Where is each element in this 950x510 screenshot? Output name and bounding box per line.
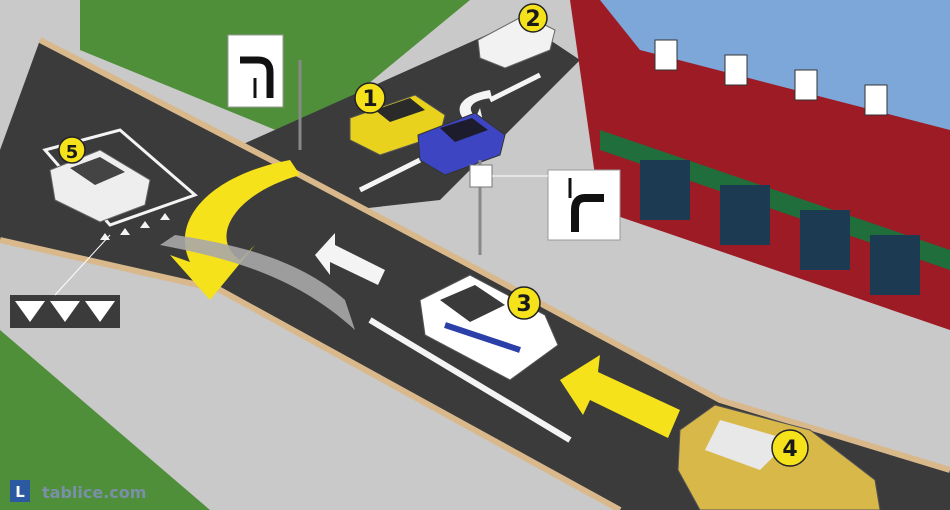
- vehicle-badge-1: 1: [355, 83, 385, 113]
- shop-window: [640, 160, 690, 220]
- svg-text:L: L: [15, 483, 25, 501]
- yield-triangles-icon: [15, 301, 115, 322]
- shop-window: [800, 210, 850, 270]
- shop-window: [870, 235, 920, 295]
- sign-panel: [548, 170, 620, 240]
- vehicle-badge-5: 5: [59, 137, 85, 163]
- vehicle-badge-3: 3: [508, 287, 540, 319]
- shop-window: [720, 185, 770, 245]
- vehicle-badge-4: 4: [772, 430, 808, 466]
- svg-text:5: 5: [66, 142, 79, 163]
- svg-text:3: 3: [516, 292, 531, 317]
- svg-text:4: 4: [782, 437, 797, 462]
- upper-window: [655, 40, 677, 70]
- svg-text:2: 2: [525, 7, 540, 32]
- vehicle-badge-2: 2: [519, 4, 547, 32]
- upper-window: [795, 70, 817, 100]
- svg-text:tablice.com: tablice.com: [42, 483, 146, 502]
- upper-window: [865, 85, 887, 115]
- upper-window: [725, 55, 747, 85]
- svg-text:1: 1: [362, 87, 377, 112]
